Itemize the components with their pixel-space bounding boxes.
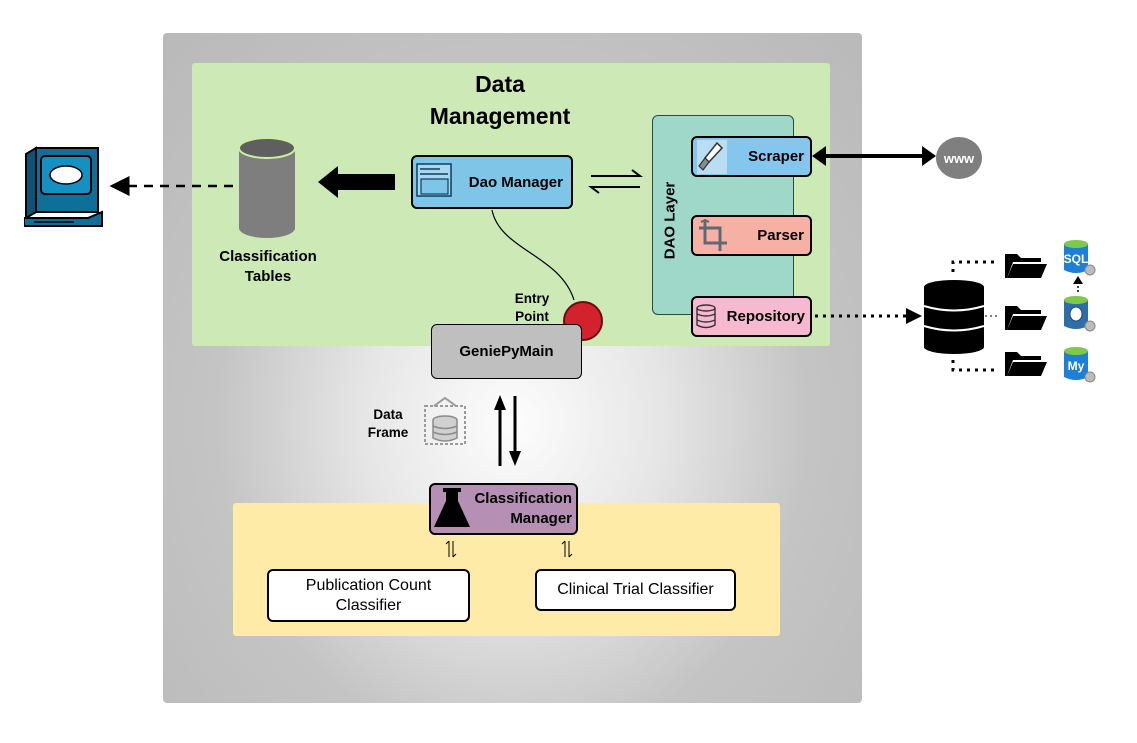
crop-icon <box>699 219 727 251</box>
repository-box[interactable]: Repository <box>691 296 812 337</box>
scraper-box[interactable]: Scraper <box>691 136 812 177</box>
classification-tables-label: Classification Tables <box>219 248 317 285</box>
harpoon-left <box>588 186 640 194</box>
harpoon-right <box>591 169 643 177</box>
folder-icon <box>1005 306 1047 330</box>
dataframe-icon <box>424 396 466 445</box>
cylinder-icon <box>238 137 296 238</box>
geniepymain-label: GeniePyMain <box>459 343 554 360</box>
flask-icon <box>434 488 470 527</box>
classification-manager-label: Classification Manager <box>474 490 572 527</box>
entry-point-dot <box>563 301 603 341</box>
www-icon: www <box>936 137 982 179</box>
database-icon <box>696 304 716 329</box>
parser-label: Parser <box>757 227 804 244</box>
classification-manager-box[interactable]: Classification Manager <box>429 483 578 535</box>
thick-arrow-to-tables <box>318 166 395 198</box>
publication-count-classifier[interactable]: Publication Count Classifier <box>267 569 470 622</box>
data-management-title: Data Management <box>429 71 571 129</box>
sql-server-icon: SQL <box>1062 238 1098 283</box>
entry-point-label: Entry Point <box>514 291 550 324</box>
scraper-label: Scraper <box>748 148 804 165</box>
entry-curve <box>491 209 575 301</box>
data-frame-label: Data Frame <box>367 407 409 440</box>
mysql-icon: My <box>1062 345 1098 390</box>
dao-manager-label: Dao Manager <box>468 173 563 191</box>
window-icon <box>416 163 452 197</box>
dao-layer-label: DAO Layer <box>661 181 679 259</box>
dao-manager-box[interactable]: Dao Manager <box>411 155 573 209</box>
folder-icon <box>1005 352 1047 376</box>
parser-box[interactable]: Parser <box>691 215 812 256</box>
folder-icon <box>1005 254 1047 278</box>
repository-label: Repository <box>726 308 805 325</box>
postgres-icon <box>1062 294 1098 339</box>
clinical-trial-classifier[interactable]: Clinical Trial Classifier <box>535 569 736 611</box>
brush-icon <box>697 140 727 174</box>
database-stack-icon <box>923 280 985 354</box>
geniepymain-box[interactable]: GeniePyMain <box>431 324 582 379</box>
monitor-icon <box>24 146 103 227</box>
